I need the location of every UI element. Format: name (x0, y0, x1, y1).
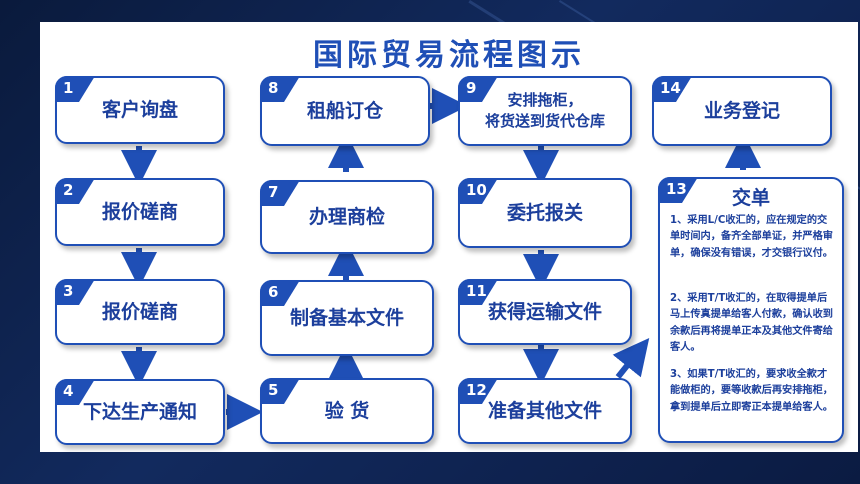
step-number-badge: 3 (55, 279, 95, 305)
step-label: 业务登记 (703, 99, 780, 122)
step-number-badge: 6 (260, 280, 300, 306)
step-number-badge: 5 (260, 378, 300, 404)
step-label: 报价磋商 (101, 300, 178, 323)
detail-paragraph-3: 3、如果T/T收汇的，要求收全款才能做柜的，要等收款后再安排拖柜，拿到提单后立即… (670, 369, 833, 413)
step-8-box: 8 租船订仓 (260, 76, 430, 146)
detail-paragraph-2: 2、采用T/T收汇的，在取得提单后马上传真提单给客人付款，确认收到余款后再将提单… (670, 293, 833, 353)
step-2-box: 2 报价磋商 (55, 178, 225, 246)
step-4-box: 4 下达生产通知 (55, 379, 225, 445)
detail-paragraph-1: 1、采用L/C收汇的，应在规定的交单时间内，备齐全部单证，并严格审单，确保没有错… (670, 215, 833, 259)
step-label: 客户询盘 (101, 98, 178, 121)
step-number-badge: 14 (652, 76, 692, 102)
step-9-box: 9 安排拖柜， 将货送到货代仓库 (458, 76, 632, 146)
step-label: 安排拖柜， 将货送到货代仓库 (484, 91, 605, 130)
step-5-box: 5 验 货 (260, 378, 434, 444)
step-label: 制备基本文件 (289, 306, 404, 329)
step-label: 验 货 (324, 399, 370, 422)
step-number-badge: 7 (260, 180, 300, 206)
step-label: 报价磋商 (101, 200, 178, 223)
step-label: 租船订仓 (306, 99, 383, 122)
step-3-box: 3 报价磋商 (55, 279, 225, 345)
diagram-canvas: 国际贸易流程图示 1 客户询盘 2 报价磋商 (40, 22, 858, 452)
step-label: 委托报关 (506, 201, 583, 224)
step-7-box: 7 办理商检 (260, 180, 434, 254)
step-number-badge: 2 (55, 178, 95, 204)
step-13-box: 13 交单 1、采用L/C收汇的，应在规定的交单时间内，备齐全部单证，并严格审单… (658, 177, 844, 443)
step-label: 获得运输文件 (487, 300, 602, 323)
arrow-12-13 (612, 337, 650, 379)
step-11-box: 11 获得运输文件 (458, 279, 632, 345)
step-label: 准备其他文件 (487, 399, 602, 422)
step-14-box: 14 业务登记 (652, 76, 832, 146)
step-label: 交单 (731, 187, 770, 209)
step-label: 办理商检 (308, 205, 385, 228)
step-6-box: 6 制备基本文件 (260, 280, 434, 356)
step-number-badge: 1 (55, 76, 95, 102)
flow-arrows (121, 88, 761, 430)
step-number-badge: 8 (260, 76, 300, 102)
step-number-badge: 10 (458, 178, 498, 204)
step-label: 下达生产通知 (82, 400, 197, 423)
step-1-box: 1 客户询盘 (55, 76, 225, 144)
diagram-title: 国际贸易流程图示 (313, 38, 585, 73)
step-10-box: 10 委托报关 (458, 178, 632, 248)
step-12-box: 12 准备其他文件 (458, 378, 632, 444)
